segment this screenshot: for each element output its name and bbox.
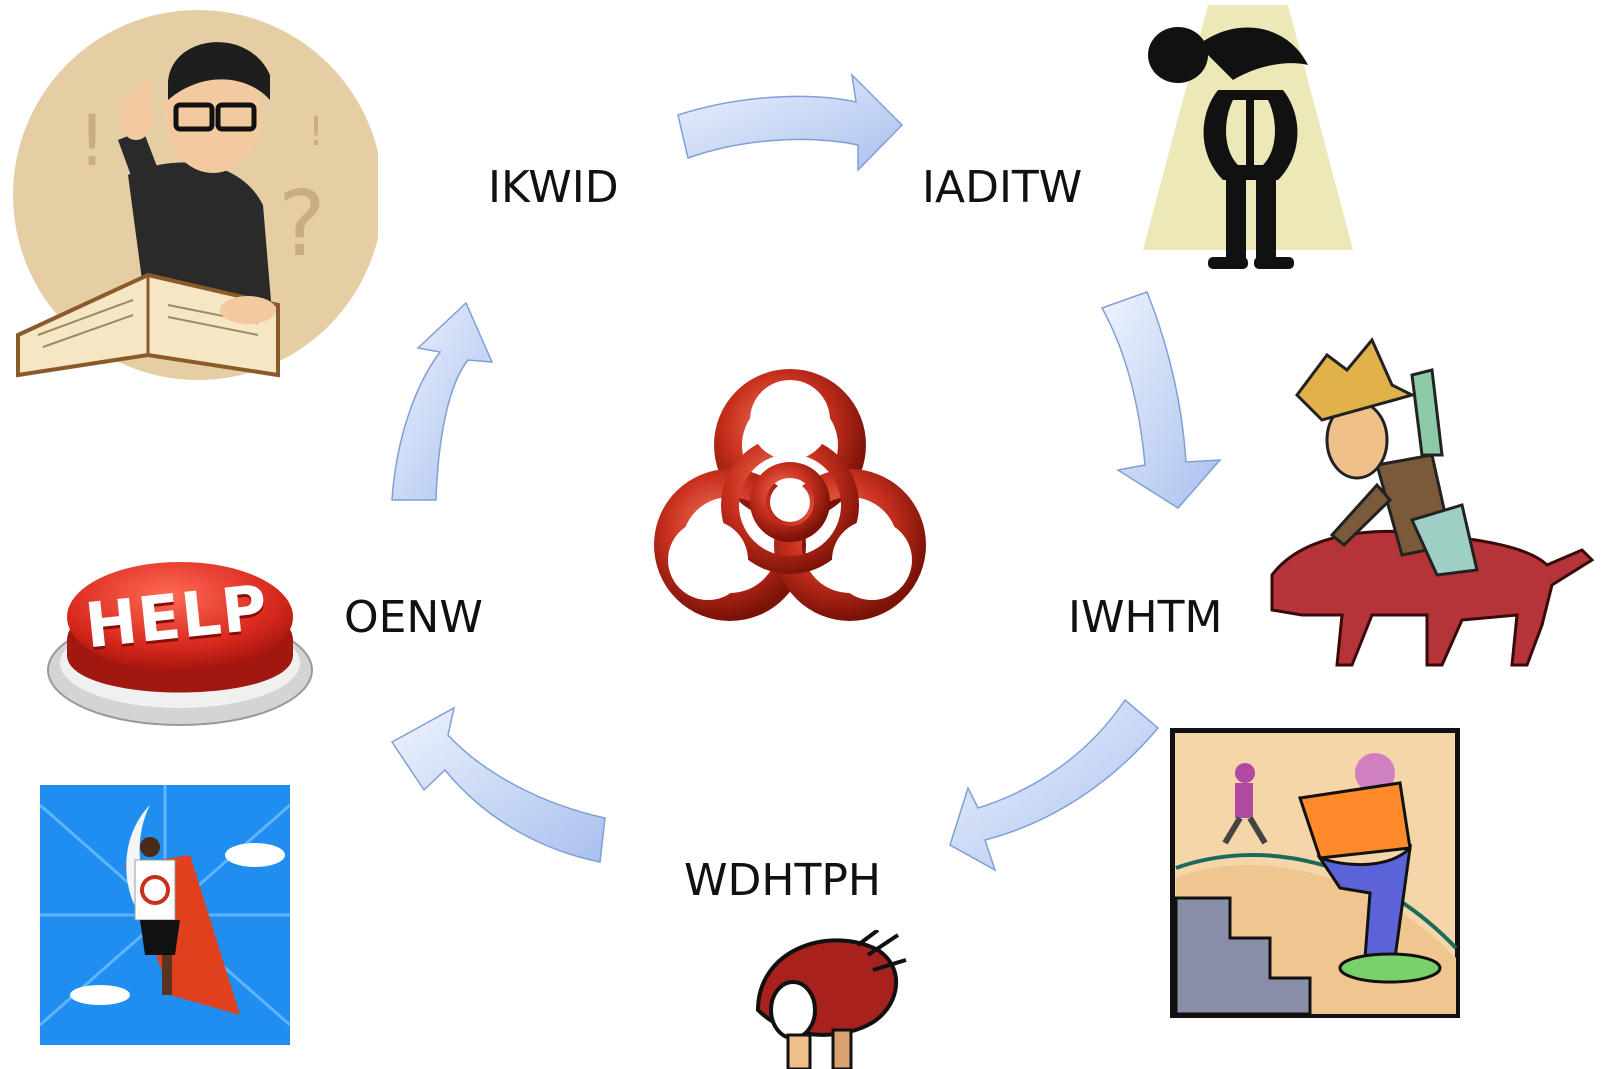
superhero-illustration (40, 785, 290, 1045)
svg-text:!: ! (308, 109, 324, 155)
help-button[interactable]: HELP (45, 545, 315, 730)
arrow-iaditw-to-iwhtm (1100, 291, 1222, 509)
svg-text:?: ? (278, 172, 326, 277)
stage-label-oenw: OENW (344, 592, 483, 643)
spotlight-speaker-illustration (1143, 5, 1353, 269)
head-in-sand-illustration (755, 930, 907, 1069)
stage-label-ikwid: IKWID (488, 162, 619, 213)
help-button-graphic (47, 562, 313, 726)
skateboarder-illustration (1170, 728, 1460, 1018)
stage-label-wdhtph: WDHTPH (684, 855, 881, 906)
svg-text:!: ! (78, 100, 106, 182)
reading-professor-illustration: ! ? ! (13, 10, 378, 380)
arrow-wdhtph-to-oenw (390, 706, 606, 863)
arrow-iwhtm-to-wdhtph (949, 698, 1160, 872)
stage-label-iwhtm: IWHTM (1068, 592, 1223, 643)
stage-label-iaditw: IADITW (922, 162, 1083, 213)
bull-rider-illustration (1270, 337, 1595, 667)
arrow-oenw-to-ikwid (391, 301, 494, 501)
arrow-ikwid-to-iaditw (677, 72, 904, 172)
biohazard-icon (654, 369, 926, 621)
